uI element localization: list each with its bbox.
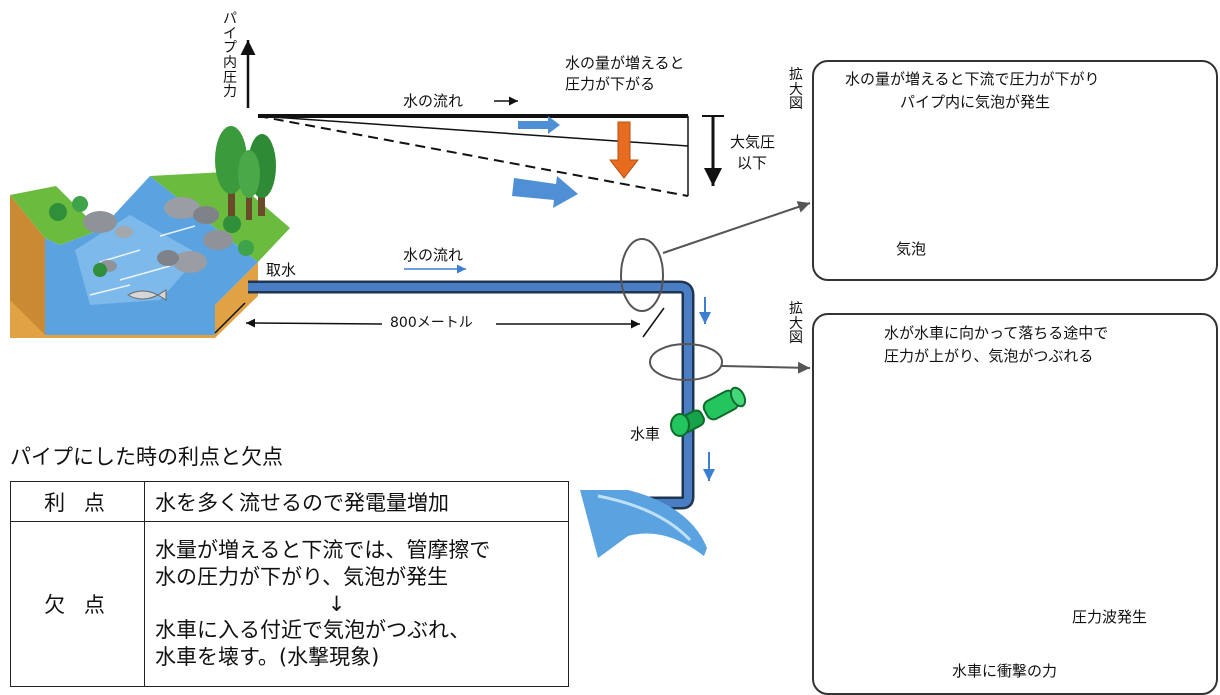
bubble-label: 気泡 bbox=[896, 240, 927, 258]
cons-line: 水量が増えると下流では、管摩擦で bbox=[155, 538, 491, 563]
pressure-drop-label-line1: 水の量が増えると bbox=[565, 54, 685, 72]
table-row: 利 点 水を多く流せるので発電量増加 bbox=[10, 481, 569, 522]
river-rocks bbox=[83, 197, 233, 273]
turbine-label: 水車 bbox=[630, 425, 661, 443]
penstock-pipe bbox=[214, 201, 811, 558]
zoom-circle-top bbox=[620, 238, 664, 312]
pressure-graph bbox=[240, 40, 724, 208]
pressure-line-high-flow bbox=[257, 115, 689, 197]
pros-cons-title: パイプにした時の利点と欠点 bbox=[10, 445, 283, 469]
distance-arrow-left bbox=[245, 318, 383, 328]
zoom-box-top bbox=[812, 60, 1218, 281]
zoom-box-bottom bbox=[812, 313, 1218, 695]
earth-cliff-left bbox=[10, 195, 45, 335]
outflow-water bbox=[580, 490, 707, 558]
pros-header: 利 点 bbox=[10, 481, 145, 522]
river-highlight bbox=[75, 215, 200, 305]
pressure-line-low-flow bbox=[257, 115, 689, 147]
atmospheric-label-line1: 大気圧 bbox=[730, 133, 776, 151]
intake-label: 取水 bbox=[266, 261, 297, 279]
riverbank-bushes bbox=[49, 196, 254, 277]
cons-line: 水車に入る付近で気泡がつぶれ、 bbox=[155, 618, 471, 643]
blue-flow-arrow-large bbox=[512, 176, 578, 208]
pros-cons-table: 利 点 水を多く流せるので発電量増加 欠 点 水量が増えると下流では、管摩擦で … bbox=[10, 481, 569, 687]
pros-text: 水を多く流せるので発電量増加 bbox=[144, 481, 569, 522]
zoom-top-caption-line2: パイプ内に気泡が発生 bbox=[900, 93, 1051, 111]
impact-force-label: 水車に衝撃の力 bbox=[952, 662, 1058, 680]
cons-arrow: ↓ bbox=[327, 591, 346, 616]
graph-flow-label: 水の流れ bbox=[403, 92, 464, 110]
pressure-drop-label-line2: 圧力が下がる bbox=[565, 75, 656, 93]
pressure-axis-label: パイプ内圧力 bbox=[223, 11, 237, 101]
table-row: 欠 点 水量が増えると下流では、管摩擦で 水の圧力が下がり、気泡が発生 ↓ 水車… bbox=[10, 521, 569, 687]
cons-line: 水車を壊す。(水撃現象) bbox=[155, 644, 380, 669]
pressure-wave-label: 圧力波発生 bbox=[1072, 608, 1148, 626]
pipe-flow-label: 水の流れ bbox=[403, 246, 464, 264]
zoom-label-bottom: 拡大図 bbox=[789, 301, 803, 347]
cons-text: 水量が増えると下流では、管摩擦で 水の圧力が下がり、気泡が発生 ↓ 水車に入る付… bbox=[144, 521, 569, 687]
grass-top-right bbox=[150, 172, 290, 262]
cons-header: 欠 点 bbox=[10, 521, 145, 687]
orange-pressure-down-arrow bbox=[608, 121, 640, 179]
atmospheric-label-line2: 以下 bbox=[737, 154, 768, 172]
zoom-top-caption-line1: 水の量が増えると下流で圧力が下がり bbox=[845, 70, 1100, 88]
zoom-label-top: 拡大図 bbox=[789, 67, 803, 113]
blue-flow-arrow-small bbox=[518, 116, 560, 134]
zoom-bottom-caption-line2: 圧力が上がり、気泡がつぶれる bbox=[884, 347, 1094, 365]
zoom-bottom-caption-line1: 水が水車に向かって落ちる途中で bbox=[884, 324, 1109, 342]
cons-line: 水の圧力が下がり、気泡が発生 bbox=[155, 565, 449, 590]
fish-icon bbox=[126, 289, 167, 301]
zoom-circle-bottom bbox=[649, 343, 723, 381]
river-scene bbox=[10, 126, 290, 338]
turbine-icon bbox=[670, 386, 747, 437]
tree-icon bbox=[215, 126, 276, 220]
distance-label: 800メートル bbox=[390, 315, 473, 331]
